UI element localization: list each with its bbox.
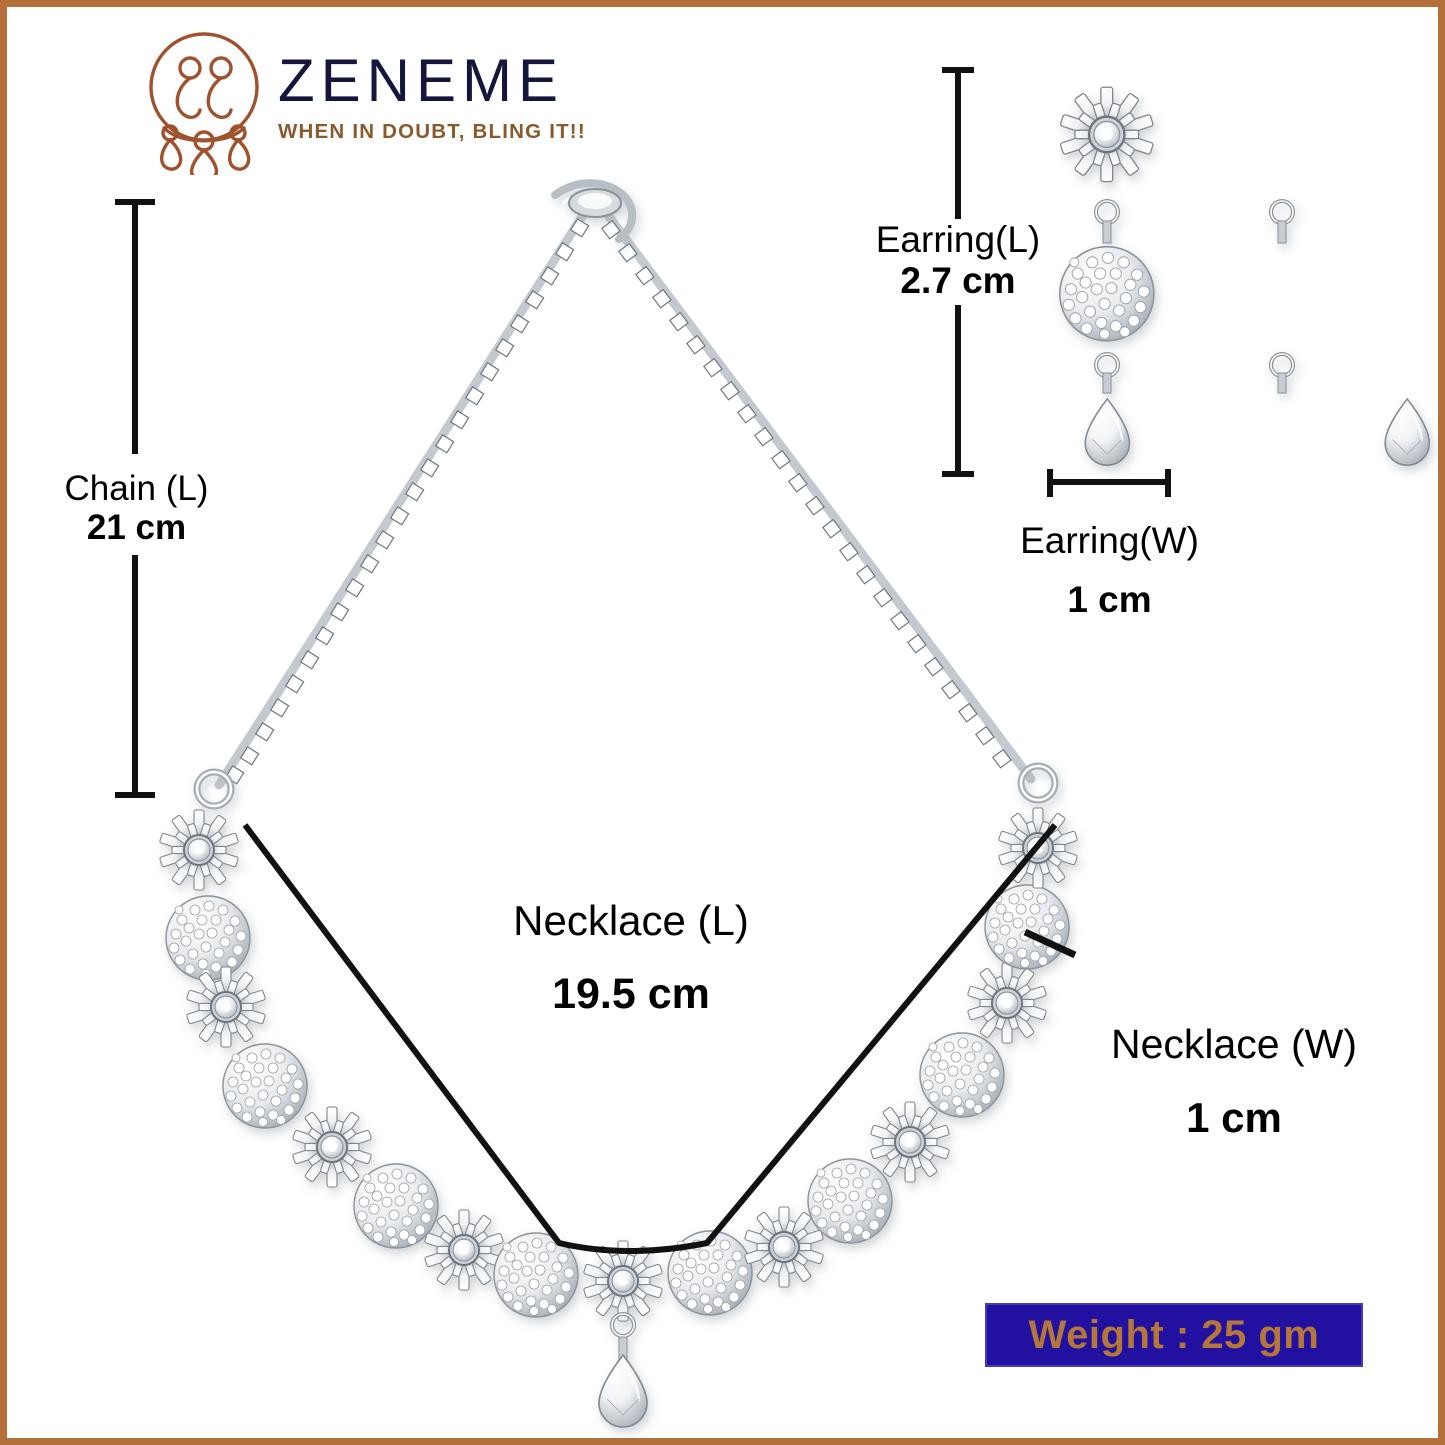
earring-width-right-cap xyxy=(1165,469,1171,497)
jewelry-illustration xyxy=(158,86,1431,1429)
chain-length-line-upper xyxy=(132,199,138,454)
necklace-earrings-logo-icon xyxy=(149,32,259,175)
chain-length-bottom-cap xyxy=(115,792,155,798)
necklace-length-label: Necklace (L) 19.5 cm xyxy=(416,897,846,1018)
chain-end-ring-right xyxy=(1017,762,1059,804)
necklace-length-name: Necklace (L) xyxy=(513,897,749,944)
chain-length-line-lower xyxy=(132,555,138,798)
necklace-width-value: 1 cm xyxy=(1186,1093,1282,1141)
necklace-length-value: 19.5 cm xyxy=(552,970,710,1019)
chain-length-value: 21 cm xyxy=(86,508,187,548)
chain-end-ring-left xyxy=(193,768,235,810)
necklace-center-drop xyxy=(597,1312,649,1429)
necklace-width-label: Necklace (W) 1 cm xyxy=(1064,1021,1404,1141)
earring-left xyxy=(1058,86,1155,467)
earring-length-name: Earring(L) xyxy=(875,219,1041,260)
brand-name: ZENEME xyxy=(278,47,565,114)
earring-length-line-lower xyxy=(955,305,961,477)
chain-length-name: Chain (L) xyxy=(64,469,209,508)
necklace-width-name: Necklace (W) xyxy=(1110,1021,1358,1067)
earring-width-label: Earring(W) 1 cm xyxy=(982,520,1237,621)
necklace-width-leader-line xyxy=(1023,928,1077,959)
earring-length-line-upper xyxy=(955,67,961,219)
earring-right xyxy=(1269,199,1431,467)
earring-width-line xyxy=(1047,479,1171,485)
necklace-length-measure-line xyxy=(242,823,1058,1254)
earring-length-value: 2.7 cm xyxy=(900,260,1016,302)
earring-length-bottom-cap xyxy=(942,471,974,477)
necklace-chain-links xyxy=(224,218,1012,785)
weight-badge: Weight : 25 gm xyxy=(985,1303,1363,1367)
chain-length-label: Chain (L) 21 cm xyxy=(29,469,244,547)
brand-logo: ZENEME WHEN IN DOUBT, BLING IT!! xyxy=(140,27,585,177)
earring-width-name: Earring(W) xyxy=(1020,520,1199,561)
brand-tagline: WHEN IN DOUBT, BLING IT!! xyxy=(278,120,586,143)
necklace-clasp xyxy=(551,179,637,243)
weight-badge-label: Weight : 25 gm xyxy=(1028,1312,1320,1357)
earring-length-label: Earring(L) 2.7 cm xyxy=(843,219,1073,302)
earring-width-value: 1 cm xyxy=(1067,579,1152,621)
necklace-body xyxy=(158,807,1079,1322)
